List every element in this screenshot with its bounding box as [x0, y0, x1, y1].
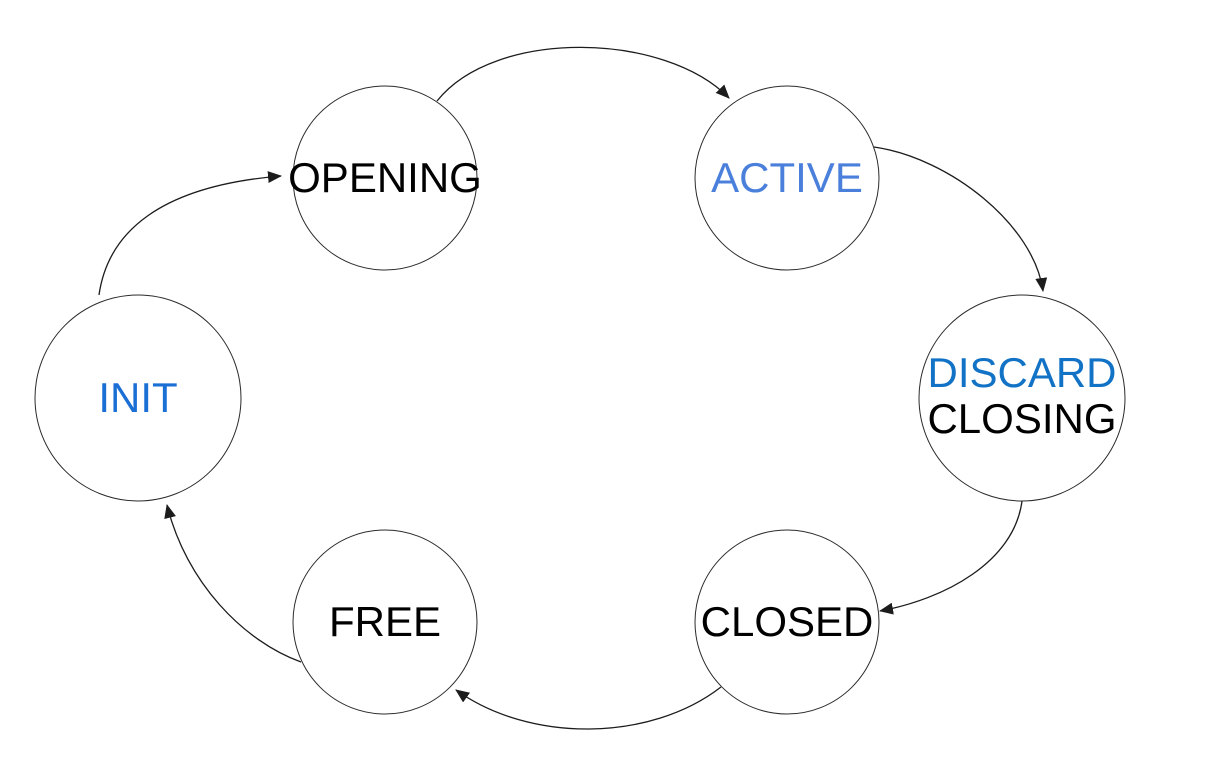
- state-circle-opening: [292, 85, 478, 271]
- edge-closed-to-free: [455, 686, 722, 730]
- state-label-init: INIT: [98, 374, 177, 421]
- edge-free-to-init: [164, 504, 302, 663]
- edge-opening-to-active: [436, 46, 730, 102]
- edge-init-to-opening: [98, 171, 282, 296]
- state-node-closed: CLOSED: [694, 529, 880, 715]
- state-label-free: FREE: [329, 598, 441, 645]
- state-circle-free: [292, 529, 478, 715]
- state-label-active: ACTIVE: [711, 154, 863, 201]
- state-circle-init: [34, 294, 242, 502]
- state-label-discard: DISCARD: [927, 349, 1116, 396]
- state-label-opening: OPENING: [288, 154, 482, 201]
- state-circle-closed: [694, 529, 880, 715]
- state-node-discard-closing: DISCARD CLOSING: [918, 294, 1126, 502]
- state-label-closed: CLOSED: [701, 598, 874, 645]
- state-node-init: INIT: [34, 294, 242, 502]
- state-node-opening: OPENING: [288, 85, 482, 271]
- edge-active-to-discard-closing: [873, 146, 1048, 292]
- state-circle-active: [694, 85, 880, 271]
- state-node-free: FREE: [292, 529, 478, 715]
- state-circle-discard-closing: [918, 294, 1126, 502]
- state-node-active: ACTIVE: [694, 85, 880, 271]
- state-label-closing: CLOSING: [927, 395, 1116, 442]
- edge-discard-closing-to-closed: [879, 500, 1023, 615]
- edges: [98, 46, 1048, 730]
